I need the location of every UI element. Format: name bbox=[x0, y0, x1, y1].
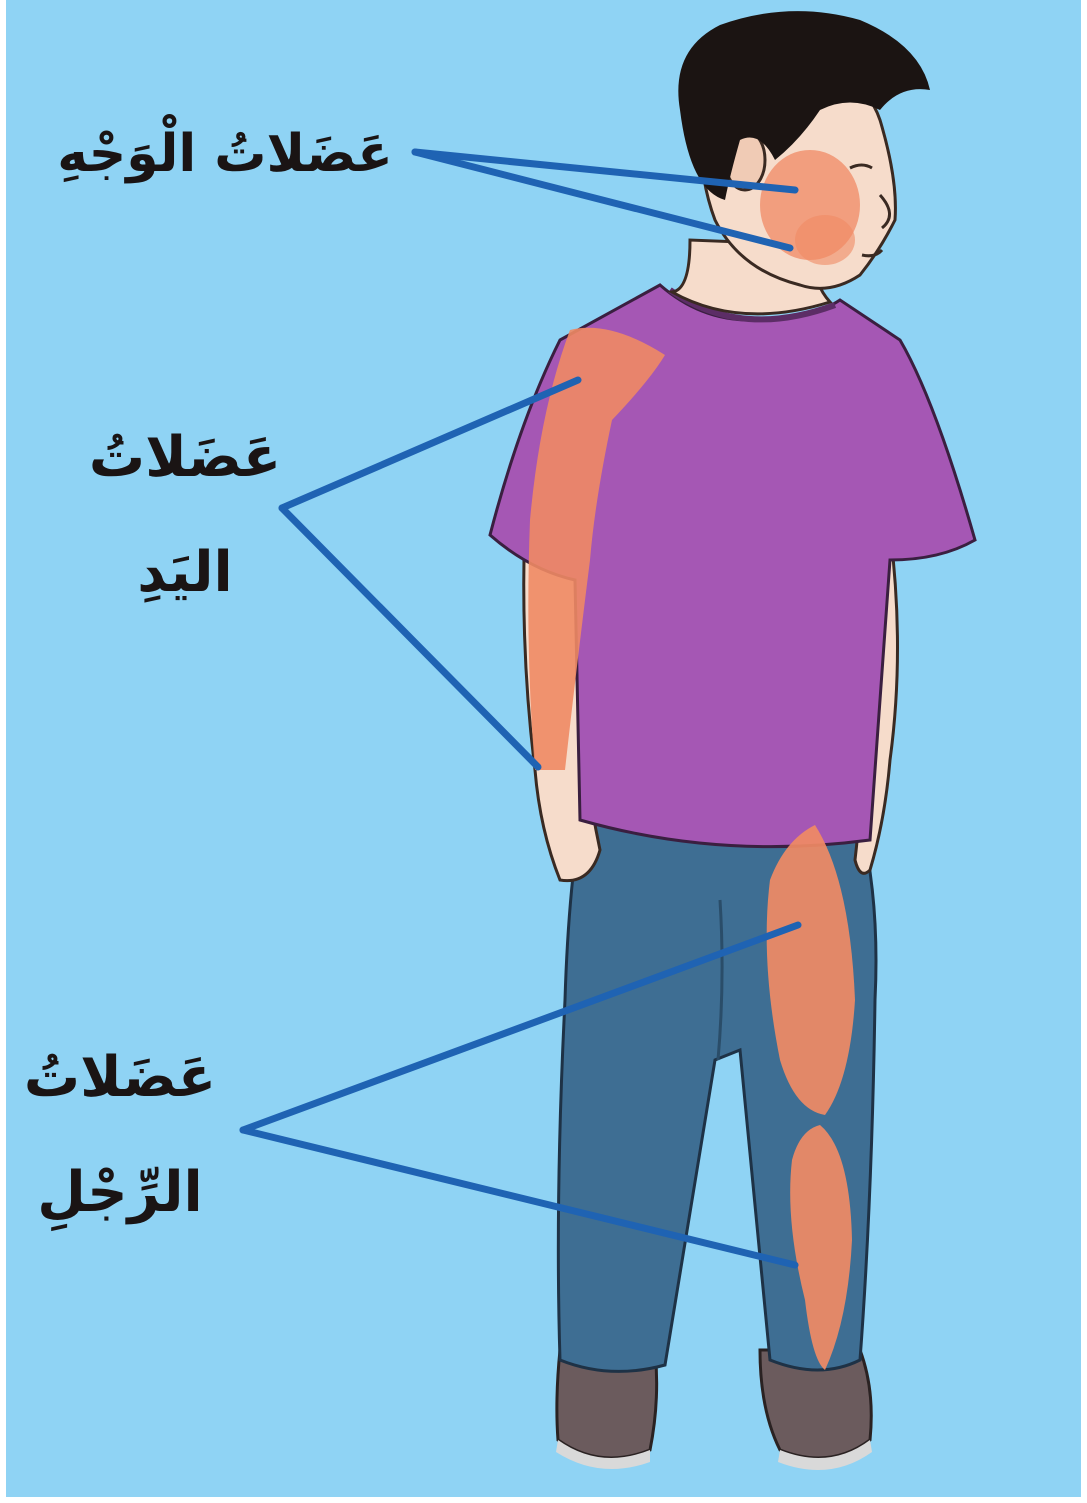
face-muscles-label: عَضَلاتُ الْوَجْهِ bbox=[30, 128, 420, 180]
leg-muscles-label-line2: الرِّجْلِ bbox=[0, 1165, 240, 1221]
leg-muscles-label-line1: عَضَلاتُ bbox=[0, 1050, 240, 1106]
hand-muscles-label-line2: اليَدِ bbox=[50, 545, 320, 601]
hand-muscles-label-line1: عَضَلاتُ bbox=[50, 430, 320, 486]
